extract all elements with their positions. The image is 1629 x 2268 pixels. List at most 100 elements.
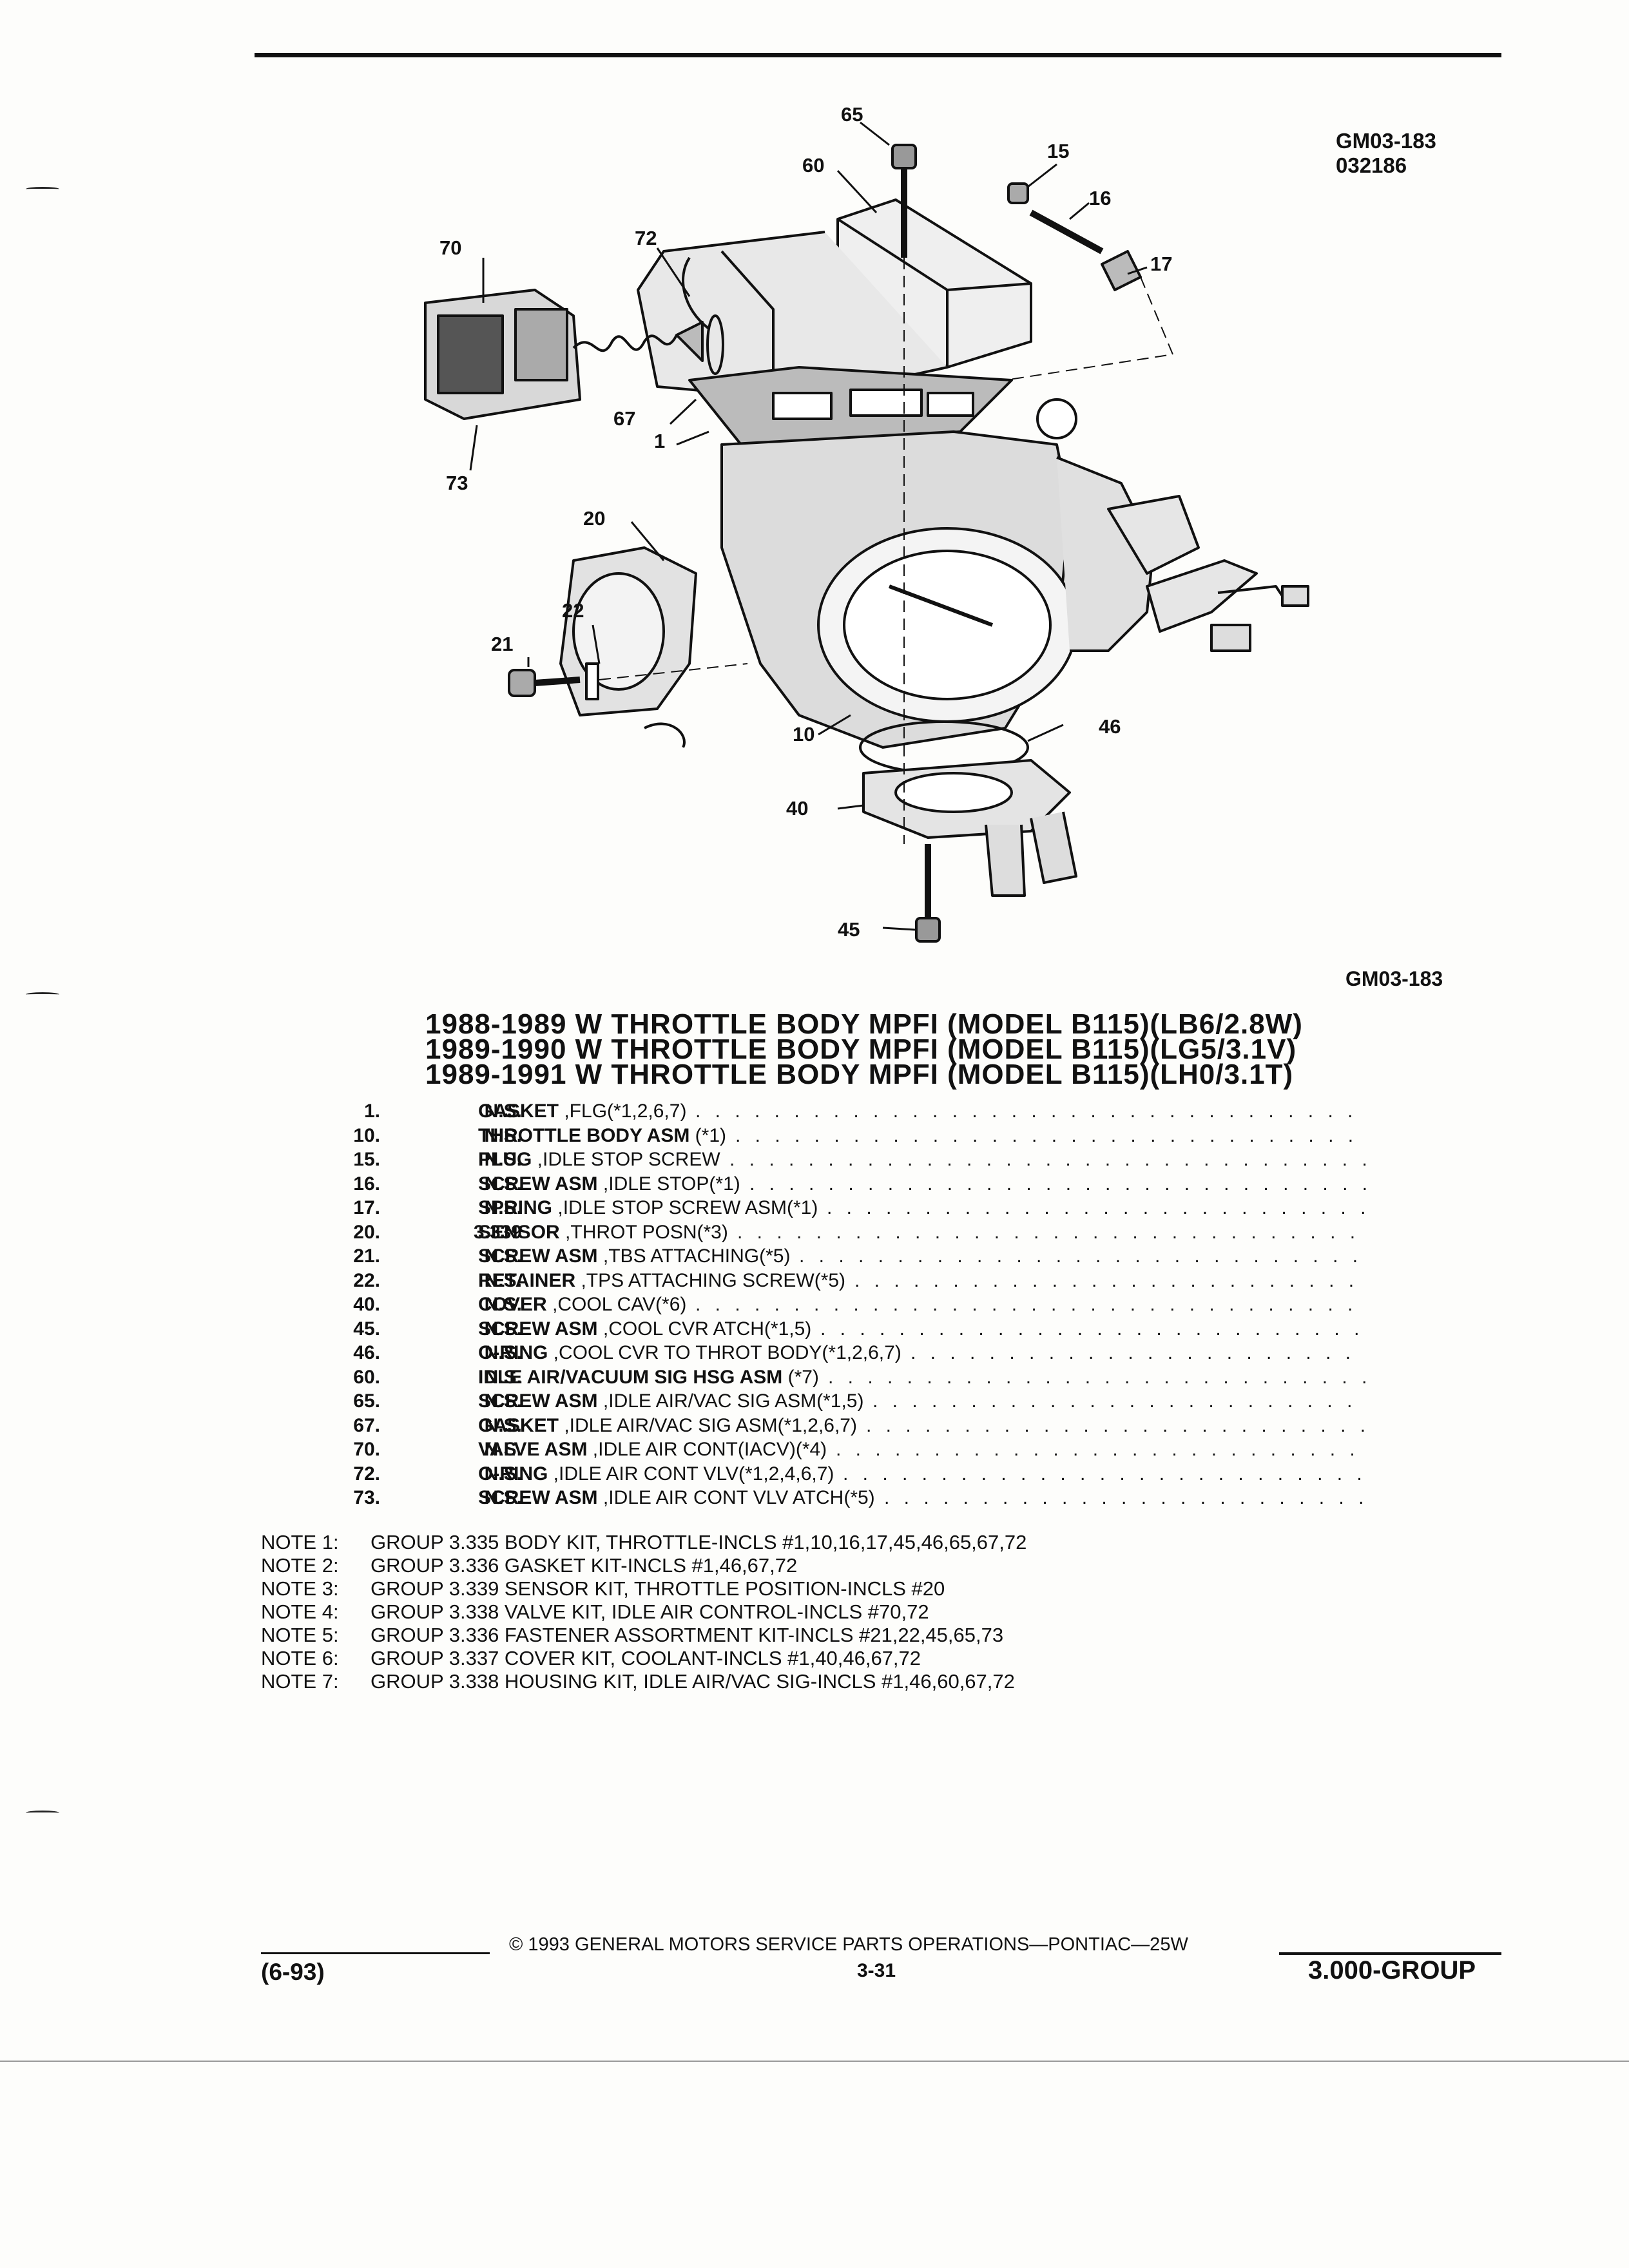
part-number: 67. bbox=[353, 1414, 380, 1436]
part-name-text: SCREW ASM bbox=[478, 1487, 598, 1508]
leader-dots: . . . . . . . . . . . . . . . . . . . . … bbox=[695, 1100, 1366, 1122]
part-number: 70. bbox=[353, 1439, 380, 1460]
part-description: ,IDLE STOP(*1) bbox=[597, 1173, 740, 1195]
part-number: 46. bbox=[353, 1342, 380, 1363]
part-name: VALVE ASM ,IDLE AIR CONT(IACV)(*4) bbox=[478, 1439, 827, 1461]
part-description: ,COOL CVR ATCH(*1,5) bbox=[597, 1318, 812, 1340]
callout-1: 1 bbox=[654, 430, 665, 452]
note-label: NOTE 7: bbox=[261, 1670, 339, 1693]
callout-22: 22 bbox=[562, 599, 584, 622]
leader-dots: . . . . . . . . . . . . . . . . . . . . … bbox=[729, 1149, 1366, 1170]
part-number: 20. bbox=[353, 1221, 380, 1243]
drawing-id: GM03-183 032186 bbox=[1336, 129, 1436, 178]
part-name: SCREW ASM ,COOL CVR ATCH(*1,5) bbox=[478, 1318, 811, 1340]
part-number: 65. bbox=[353, 1390, 380, 1412]
part-description: ,TBS ATTACHING(*5) bbox=[597, 1245, 791, 1267]
note-label: NOTE 4: bbox=[261, 1600, 339, 1623]
callout-60: 60 bbox=[802, 154, 824, 177]
footer-date: (6-93) bbox=[261, 1959, 325, 1985]
parts-list: 1.N.S.GASKET ,FLG(*1,2,6,7). . . . . . .… bbox=[284, 1100, 1366, 1512]
part-name: SENSOR ,THROT POSN(*3) bbox=[478, 1222, 728, 1244]
callout-21: 21 bbox=[491, 633, 513, 655]
caption-id: GM03-183 bbox=[1345, 967, 1443, 990]
callout-15: 15 bbox=[1047, 140, 1069, 162]
drawing-code-text: 032186 bbox=[1336, 153, 1407, 177]
iac-valve-drawing bbox=[424, 289, 724, 420]
part-number: 72. bbox=[353, 1463, 380, 1485]
margin-mark bbox=[26, 1811, 59, 1815]
callout-73: 73 bbox=[446, 472, 468, 494]
leader-dots: . . . . . . . . . . . . . . . . . . . . … bbox=[737, 1221, 1366, 1243]
part-name-text: SCREW ASM bbox=[478, 1173, 598, 1195]
callout-72: 72 bbox=[635, 227, 657, 249]
leader-dots: . . . . . . . . . . . . . . . . . . . . … bbox=[828, 1366, 1366, 1388]
footer-rule-left bbox=[261, 1952, 490, 1954]
part-number: 17. bbox=[353, 1197, 380, 1218]
part-name-text: PLUG bbox=[478, 1149, 532, 1170]
part-group: N.S. bbox=[484, 1269, 522, 1291]
callout-67: 67 bbox=[613, 407, 635, 430]
leader-dots: . . . . . . . . . . . . . . . . . . . . … bbox=[695, 1294, 1366, 1315]
callout-17: 17 bbox=[1150, 253, 1172, 275]
part-name: GASKET ,FLG(*1,2,6,7) bbox=[478, 1100, 686, 1122]
callout-70: 70 bbox=[439, 236, 461, 259]
part-name: THROTTLE BODY ASM (*1) bbox=[478, 1125, 726, 1147]
part-name: PLUG ,IDLE STOP SCREW bbox=[478, 1149, 720, 1171]
callout-16: 16 bbox=[1089, 187, 1111, 209]
part-description: (*1) bbox=[689, 1124, 727, 1146]
part-name-text: RETAINER bbox=[478, 1269, 576, 1291]
margin-mark bbox=[26, 992, 59, 997]
part-group: N.S. bbox=[484, 1124, 522, 1146]
part-description: ,IDLE AIR CONT VLV ATCH(*5) bbox=[597, 1487, 875, 1508]
leader-dots: . . . . . . . . . . . . . . . . . . . . … bbox=[735, 1124, 1366, 1146]
part-number: 45. bbox=[353, 1318, 380, 1340]
callout-46: 46 bbox=[1099, 715, 1121, 738]
model-title-2: 1989-1990 W THROTTLE BODY MPFI (MODEL B1… bbox=[425, 1033, 1297, 1065]
part-name: SCREW ASM ,IDLE STOP(*1) bbox=[478, 1173, 740, 1195]
part-number: 10. bbox=[353, 1124, 380, 1146]
part-name-text: GASKET bbox=[478, 1414, 559, 1436]
leader-dots: . . . . . . . . . . . . . . . . . . . . … bbox=[884, 1487, 1366, 1508]
part-group: N.S. bbox=[484, 1342, 522, 1363]
part-description: ,IDLE AIR CONT VLV(*1,2,4,6,7) bbox=[548, 1463, 834, 1485]
part-group: N.S. bbox=[484, 1487, 522, 1508]
model-titles: 1988-1989 W THROTTLE BODY MPFI (MODEL B1… bbox=[425, 1008, 1392, 1090]
leader-dots: . . . . . . . . . . . . . . . . . . . . … bbox=[836, 1439, 1366, 1460]
cover-screw-drawing bbox=[915, 844, 941, 943]
parts-row: 73. N.S.SCREW ASM ,IDLE AIR CONT VLV ATCH… bbox=[284, 1487, 1366, 1512]
part-group: 3.339 bbox=[473, 1221, 522, 1243]
note-row: NOTE 5:GROUP 3.336 FASTENER ASSORTMENT K… bbox=[261, 1624, 1027, 1647]
part-name-text: SCREW ASM bbox=[478, 1390, 598, 1412]
part-number: 1. bbox=[363, 1100, 380, 1122]
part-name-text: O-RING bbox=[478, 1342, 548, 1363]
model-title-3: 1989-1991 W THROTTLE BODY MPFI (MODEL B1… bbox=[425, 1059, 1294, 1090]
part-number: 73. bbox=[353, 1487, 380, 1508]
part-name: SCREW ASM ,TBS ATTACHING(*5) bbox=[478, 1245, 790, 1267]
parts-row: 65.N.S.SCREW ASM ,IDLE AIR/VAC SIG ASM(*… bbox=[284, 1390, 1366, 1415]
part-number: 60. bbox=[353, 1366, 380, 1388]
part-description: ,COOL CAV(*6) bbox=[546, 1294, 687, 1315]
throttle-body-drawing bbox=[720, 398, 1309, 749]
model-title-1: 1988-1989 W THROTTLE BODY MPFI (MODEL B1… bbox=[425, 1008, 1303, 1040]
parts-row: 1.N.S.GASKET ,FLG(*1,2,6,7). . . . . . .… bbox=[284, 1100, 1366, 1125]
note-label: NOTE 3: bbox=[261, 1577, 339, 1600]
part-name-text: VALVE ASM bbox=[478, 1439, 588, 1460]
parts-row: 60.N.S.IDLE AIR/VACUUM SIG HSG ASM (*7).… bbox=[284, 1367, 1366, 1391]
gasket-drawing bbox=[688, 366, 1013, 446]
part-name-text: O-RING bbox=[478, 1463, 548, 1485]
part-name-text: GASKET bbox=[478, 1100, 559, 1122]
part-number: 22. bbox=[353, 1269, 380, 1291]
part-group: N.S. bbox=[484, 1463, 522, 1485]
leader-dots: . . . . . . . . . . . . . . . . . . . . … bbox=[872, 1390, 1366, 1412]
part-description: ,IDLE AIR CONT(IACV)(*4) bbox=[587, 1439, 827, 1460]
note-text: GROUP 3.339 SENSOR KIT, THROTTLE POSITIO… bbox=[371, 1577, 945, 1600]
part-name: SCREW ASM ,IDLE AIR/VAC SIG ASM(*1,5) bbox=[478, 1390, 863, 1412]
note-label: NOTE 6: bbox=[261, 1647, 339, 1669]
footer-copyright: © 1993 GENERAL MOTORS SERVICE PARTS OPER… bbox=[509, 1934, 1188, 1955]
note-text: GROUP 3.338 VALVE KIT, IDLE AIR CONTROL-… bbox=[371, 1600, 929, 1623]
part-group: N.S. bbox=[484, 1149, 522, 1170]
callout-65: 65 bbox=[841, 103, 863, 126]
note-text: GROUP 3.338 HOUSING KIT, IDLE AIR/VAC SI… bbox=[371, 1670, 1015, 1693]
callout-20: 20 bbox=[583, 507, 605, 530]
